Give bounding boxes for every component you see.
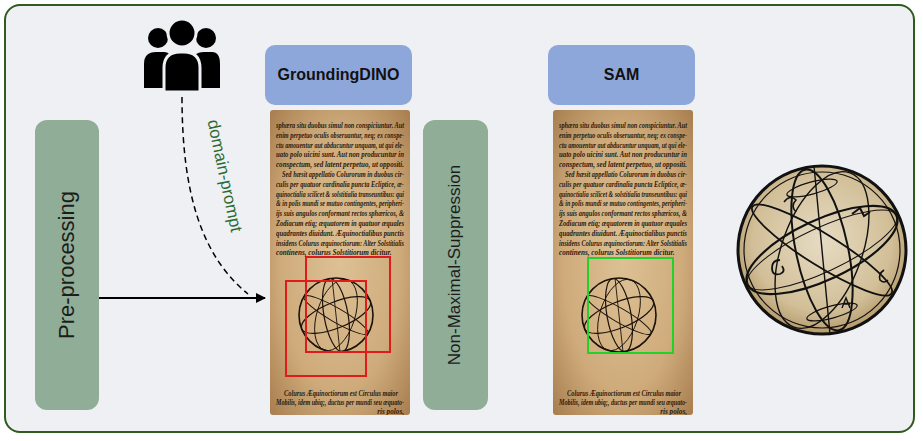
selected-box — [588, 258, 673, 353]
ellipse — [785, 175, 838, 200]
page-text-line: continens, colurus Solstitiorum dicitur. — [276, 249, 392, 258]
page-text-line: quadrantes diuidunt. Æquinoctialibus pun… — [276, 230, 404, 239]
ellipse — [805, 299, 858, 324]
page-text-line: ris polos, — [377, 408, 404, 415]
sphere-axis — [332, 278, 340, 352]
page-text-line: ijs suis angulos conformant rectos sphær… — [559, 210, 687, 219]
page-text-line: quadrantes diuidunt. Æquinoctialibus pun… — [559, 230, 687, 239]
sam-stage: SAM sphæra situ duobus simul non conspici… — [548, 45, 695, 417]
page-text-line: quinoctialia scilicet & solstitialia tra… — [559, 191, 687, 200]
page-text-line: sphæra situ duobus simul non conspiciunt… — [276, 122, 404, 131]
people-icon — [144, 19, 220, 92]
sphere-ring — [589, 274, 648, 356]
page-text-line: uato polo uicini sunt. Aut non producunt… — [559, 151, 687, 160]
ellipse — [756, 159, 887, 340]
detection-box — [306, 257, 390, 352]
page-text-line: quinoctialia scilicet & solstitialia tra… — [276, 191, 404, 200]
nms-bar: Non-Maximal-Suppression — [423, 120, 488, 410]
stage-label: Pre-processing — [54, 191, 80, 339]
page-text-line: culis per quatuor cardinalia puncta Ecli… — [276, 181, 404, 190]
page-text-line: continens, colurus Solstitiorum dicitur. — [559, 249, 675, 258]
small-sphere — [580, 274, 658, 356]
detection-box — [286, 281, 366, 376]
prompt-dashed-curve — [182, 97, 248, 294]
path — [772, 260, 784, 274]
stage-title: SAM — [604, 66, 640, 84]
page-text-line: conspectum, sed latent perpetuo, ut oppo… — [276, 161, 404, 170]
sphere-ring — [601, 276, 637, 353]
page-text-line: Zodiacum etiq; æquatorem in quatuor æqua… — [559, 220, 687, 229]
circle — [168, 19, 196, 47]
circle — [148, 28, 168, 48]
page-text-line: & in polis mundi se mutuo contingentes, … — [276, 200, 404, 209]
page-text-line: insidens Colurus æquinoctiorum: Alter So… — [559, 240, 687, 249]
ellipse — [780, 164, 865, 335]
path — [880, 270, 889, 282]
stage-header: GroundingDINO — [265, 45, 412, 105]
text-line-slot: sphæra situ duobus simul non conspiciunt… — [559, 114, 693, 123]
preprocessing-bar: Pre-processing — [35, 120, 99, 410]
small-sphere — [297, 274, 375, 356]
page-text-line: Mobilis, idem ubiq;, ductus per mundi se… — [276, 399, 404, 408]
sphere-ring — [318, 276, 354, 353]
page-text-line: sphæra situ duobus simul non conspiciunt… — [559, 122, 687, 131]
page-text-line: & in polis mundi se mutuo contingentes, … — [559, 200, 687, 209]
page-text-line: enim perpetuo oculis obseruantur, neq; e… — [276, 132, 404, 141]
flow-arrow — [99, 297, 265, 299]
stage-header: SAM — [548, 45, 695, 105]
page-text-line: ijs suis angulos conformant rectos sphær… — [276, 210, 404, 219]
page-text-line: enim perpetuo oculis obseruantur, neq; e… — [559, 132, 687, 141]
circle — [196, 28, 216, 48]
text-line-slot: sphæra situ duobus simul non conspiciunt… — [276, 114, 410, 123]
path — [784, 197, 796, 212]
page-scan: sphæra situ duobus simul non conspiciunt… — [270, 110, 410, 415]
page-text-line: Colurus Æquinoctiorum est Circulus maior — [567, 390, 681, 399]
stage-label: Non-Maximal-Suppression — [446, 165, 466, 365]
page-text-line: conspectum, sed latent perpetuo, ut oppo… — [559, 161, 687, 170]
page-text-line: Mobilis, idem ubiq;, ductus per mundi se… — [559, 399, 687, 408]
armillary-sphere — [735, 159, 909, 340]
text-line-slot: Colurus Æquinoctiorum est Circulus maior — [567, 382, 693, 391]
page-text-line: uato polo uicini sunt. Aut non producunt… — [276, 151, 404, 160]
sphere-ring — [306, 274, 365, 356]
page-text-line: ctu amouentur aut abducuntur unquam, ut … — [559, 142, 687, 151]
groundingdino-stage: GroundingDINO sphæra situ duobus simul no… — [265, 45, 412, 417]
page-text-line: Sed hæsit appellatio Colurorum in duobus… — [282, 171, 404, 180]
page-scan: sphæra situ duobus simul non conspiciunt… — [553, 110, 693, 415]
page-text-line: Zodiacum etiq; æquatorem in quatuor æqua… — [276, 220, 404, 229]
page-text-line: culis per quatuor cardinalia puncta Ecli… — [559, 181, 687, 190]
page-text-line: Sed hæsit appellatio Colurorum in duobus… — [565, 171, 687, 180]
page-text-line: ris polos, — [660, 408, 687, 415]
page-text-line: Colurus Æquinoctiorum est Circulus maior — [284, 390, 398, 399]
sphere-axis — [615, 278, 623, 352]
text-line-slot: Colurus Æquinoctiorum est Circulus maior — [284, 382, 410, 391]
stage-title: GroundingDINO — [278, 66, 400, 84]
page-text-line: ctu amouentur aut abducuntur unquam, ut … — [276, 142, 404, 151]
path — [842, 298, 850, 308]
page-text-line: insidens Colurus æquinoctiorum: Alter So… — [276, 240, 404, 249]
path — [164, 52, 200, 92]
path — [852, 208, 870, 216]
circle — [738, 166, 906, 334]
